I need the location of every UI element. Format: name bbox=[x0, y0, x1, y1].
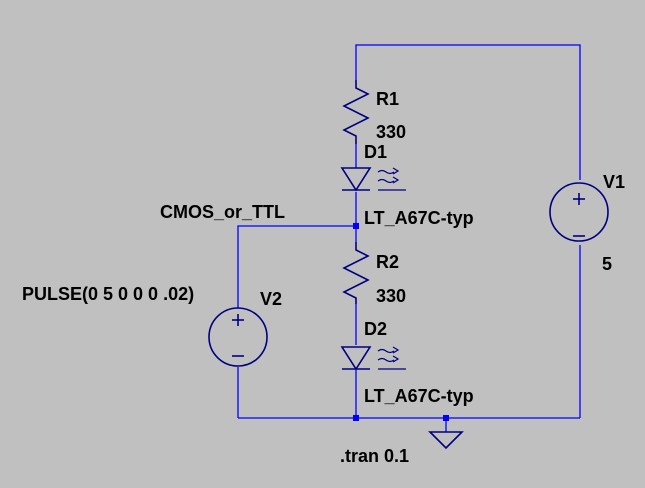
light-emission-icon bbox=[377, 346, 406, 370]
junction-d2-ground bbox=[353, 415, 359, 421]
d2-value-label: LT_A67C-typ bbox=[364, 386, 474, 406]
d1-ref-label: D1 bbox=[364, 142, 387, 162]
r1-ref-label: R1 bbox=[376, 89, 399, 109]
spice-directive-tran[interactable]: .tran 0.1 bbox=[340, 446, 409, 466]
voltage-source-icon bbox=[549, 182, 609, 242]
junction-node-cmos bbox=[353, 223, 359, 229]
resistor-icon bbox=[342, 80, 370, 144]
junction-ground bbox=[443, 415, 449, 421]
ground-icon[interactable] bbox=[428, 431, 464, 450]
r2-ref-label: R2 bbox=[376, 252, 399, 272]
resistor-r2[interactable] bbox=[342, 242, 370, 304]
resistor-r1[interactable] bbox=[342, 80, 370, 144]
v1-value-label: 5 bbox=[602, 254, 612, 274]
d2-ref-label: D2 bbox=[364, 319, 387, 339]
voltage-source-icon bbox=[208, 307, 268, 367]
r2-value-label: 330 bbox=[376, 286, 406, 306]
v2-ref-label: V2 bbox=[260, 289, 282, 309]
r1-value-label: 330 bbox=[376, 122, 406, 142]
led-d2[interactable] bbox=[340, 346, 406, 371]
v2-value-label[interactable]: PULSE(0 5 0 0 0 .02) bbox=[22, 284, 194, 304]
voltage-source-v2[interactable] bbox=[208, 307, 268, 367]
d1-value-label: LT_A67C-typ bbox=[364, 208, 474, 228]
voltage-source-v1[interactable] bbox=[549, 182, 609, 242]
light-emission-icon bbox=[377, 167, 406, 191]
net-label-cmos-or-ttl[interactable]: CMOS_or_TTL bbox=[160, 202, 285, 222]
wire-v2-top[interactable] bbox=[237, 225, 356, 308]
v1-ref-label: V1 bbox=[603, 172, 625, 192]
wire-top-loop[interactable] bbox=[355, 44, 581, 180]
resistor-icon bbox=[342, 242, 370, 304]
led-icon bbox=[340, 167, 372, 192]
led-d1[interactable] bbox=[340, 167, 406, 192]
led-icon bbox=[340, 346, 372, 371]
